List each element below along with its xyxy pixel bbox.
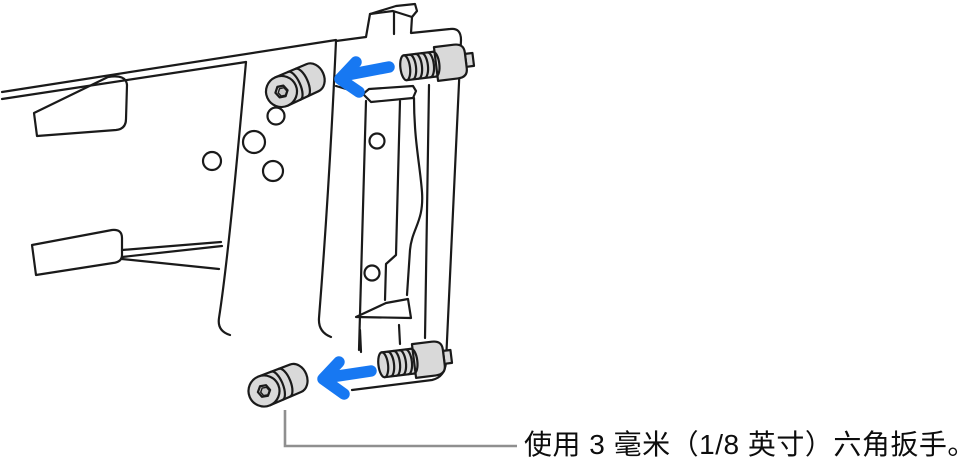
bottom-hex-screw xyxy=(242,358,314,413)
callout-leader-line xyxy=(283,410,517,448)
top-threaded-stud xyxy=(397,41,477,87)
rail-line-art xyxy=(0,38,338,337)
top-hex-screw xyxy=(259,57,331,114)
caption-text: 使用 3 毫米（1/8 英寸）六角扳手。 xyxy=(524,429,966,460)
arrow-left-icon-bottom xyxy=(317,356,377,400)
arrow-left-icon-top xyxy=(334,56,395,98)
bracket-line-art xyxy=(317,2,463,392)
